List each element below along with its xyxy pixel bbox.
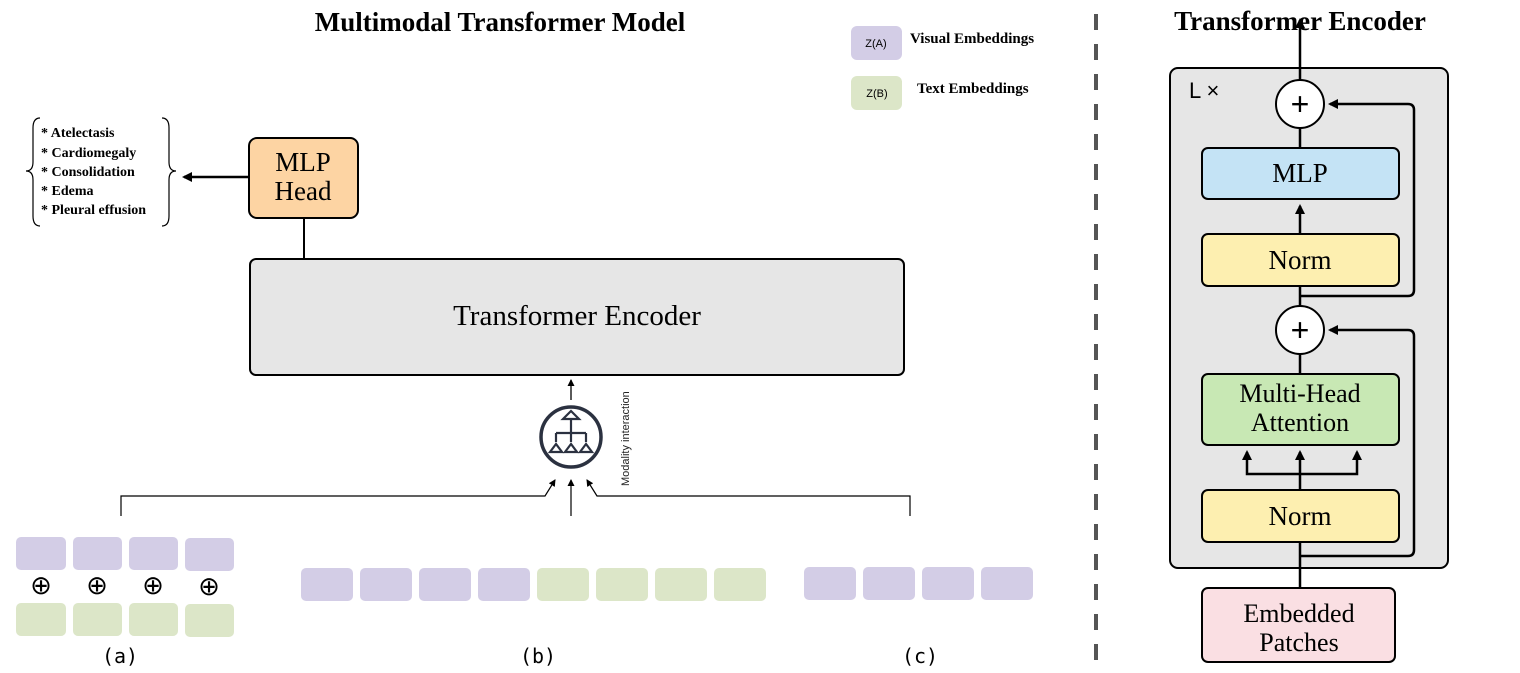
mlp-block-label: MLP <box>1272 158 1328 188</box>
text-token <box>73 603 122 636</box>
modality-interaction-label: Modality interaction <box>620 391 632 486</box>
visual-token <box>185 538 234 571</box>
query-arrow <box>1242 450 1300 476</box>
visual-token <box>129 537 178 570</box>
attention-line1: Multi-Head <box>1239 379 1360 408</box>
visual-token <box>73 537 122 570</box>
text-token <box>537 568 589 601</box>
attention-line2: Attention <box>1251 408 1349 437</box>
add-symbol: + <box>1291 86 1310 122</box>
visual-token <box>804 567 856 600</box>
text-legend-token: Z(B) <box>866 88 887 100</box>
text-token <box>596 568 648 601</box>
label-cardiomegaly: * Cardiomegaly <box>41 146 136 161</box>
value-arrow <box>1300 450 1362 476</box>
label-atelectasis: * Atelectasis <box>41 126 115 141</box>
visual-legend-token: Z(A) <box>865 38 886 50</box>
label-consolidation: * Consolidation <box>41 165 135 180</box>
text-token <box>185 604 234 637</box>
text-legend-swatch <box>851 76 902 110</box>
fusion-add-icon: ⊕ <box>30 570 52 600</box>
fusion-add-icon: ⊕ <box>198 571 220 601</box>
visual-token <box>360 568 412 601</box>
panel-b-caption: (b) <box>520 644 556 668</box>
visual-legend-label: Visual Embeddings <box>910 31 1034 47</box>
residual-connection-2 <box>1300 99 1416 298</box>
panel-c-caption: (c) <box>902 644 938 668</box>
text-legend-label: Text Embeddings <box>917 81 1029 97</box>
left-brace <box>25 117 41 227</box>
mlp-head-line1: MLP <box>275 147 331 177</box>
left-encoder-label: Transformer Encoder <box>453 300 701 332</box>
mlp-block <box>1201 147 1400 200</box>
text-token <box>129 603 178 636</box>
add-icon <box>1275 305 1325 355</box>
residual-connection-1 <box>1300 325 1416 558</box>
visual-token <box>922 567 974 600</box>
embedded-patches-block <box>1201 587 1396 663</box>
visual-legend-swatch <box>851 26 902 60</box>
fusion-add-icon: ⊕ <box>142 570 164 600</box>
right-brace <box>161 117 177 227</box>
left-title: Multimodal Transformer Model <box>315 7 686 37</box>
visual-token <box>478 568 530 601</box>
text-token <box>16 603 66 636</box>
left-encoder-box <box>249 258 905 376</box>
embedded-line2: Patches <box>1259 628 1338 657</box>
norm-block-top <box>1201 233 1400 287</box>
visual-token <box>16 537 66 570</box>
legend: Z(A) Visual Embeddings Z(B) Text Embeddi… <box>851 26 1034 110</box>
panel-a-tokens: ⊕ ⊕ ⊕ ⊕ <box>16 537 234 637</box>
hierarchy-icon <box>539 405 603 469</box>
label-pleural-effusion: * Pleural effusion <box>41 203 146 218</box>
visual-token <box>301 568 353 601</box>
fusion-add-icon: ⊕ <box>86 570 108 600</box>
norm-top-label: Norm <box>1269 245 1332 275</box>
label-edema: * Edema <box>41 184 94 199</box>
mlp-head-line2: Head <box>275 176 332 206</box>
output-labels: * Atelectasis * Cardiomegaly * Consolida… <box>25 117 177 227</box>
panel-c-tokens <box>804 567 1033 600</box>
visual-token <box>863 567 915 600</box>
add-symbol: + <box>1291 312 1310 348</box>
visual-token <box>419 568 471 601</box>
text-token <box>714 568 766 601</box>
attention-block <box>1201 373 1400 446</box>
embedded-line1: Embedded <box>1243 599 1354 628</box>
norm-block-bottom <box>1201 489 1400 543</box>
visual-token <box>981 567 1033 600</box>
panel-b-tokens <box>301 568 766 601</box>
text-token <box>655 568 707 601</box>
norm-bottom-label: Norm <box>1269 501 1332 531</box>
panel-connectors <box>120 479 911 516</box>
repeat-label: L × <box>1189 78 1219 103</box>
panel-a-caption: (a) <box>102 644 138 668</box>
add-icon <box>1275 79 1325 129</box>
